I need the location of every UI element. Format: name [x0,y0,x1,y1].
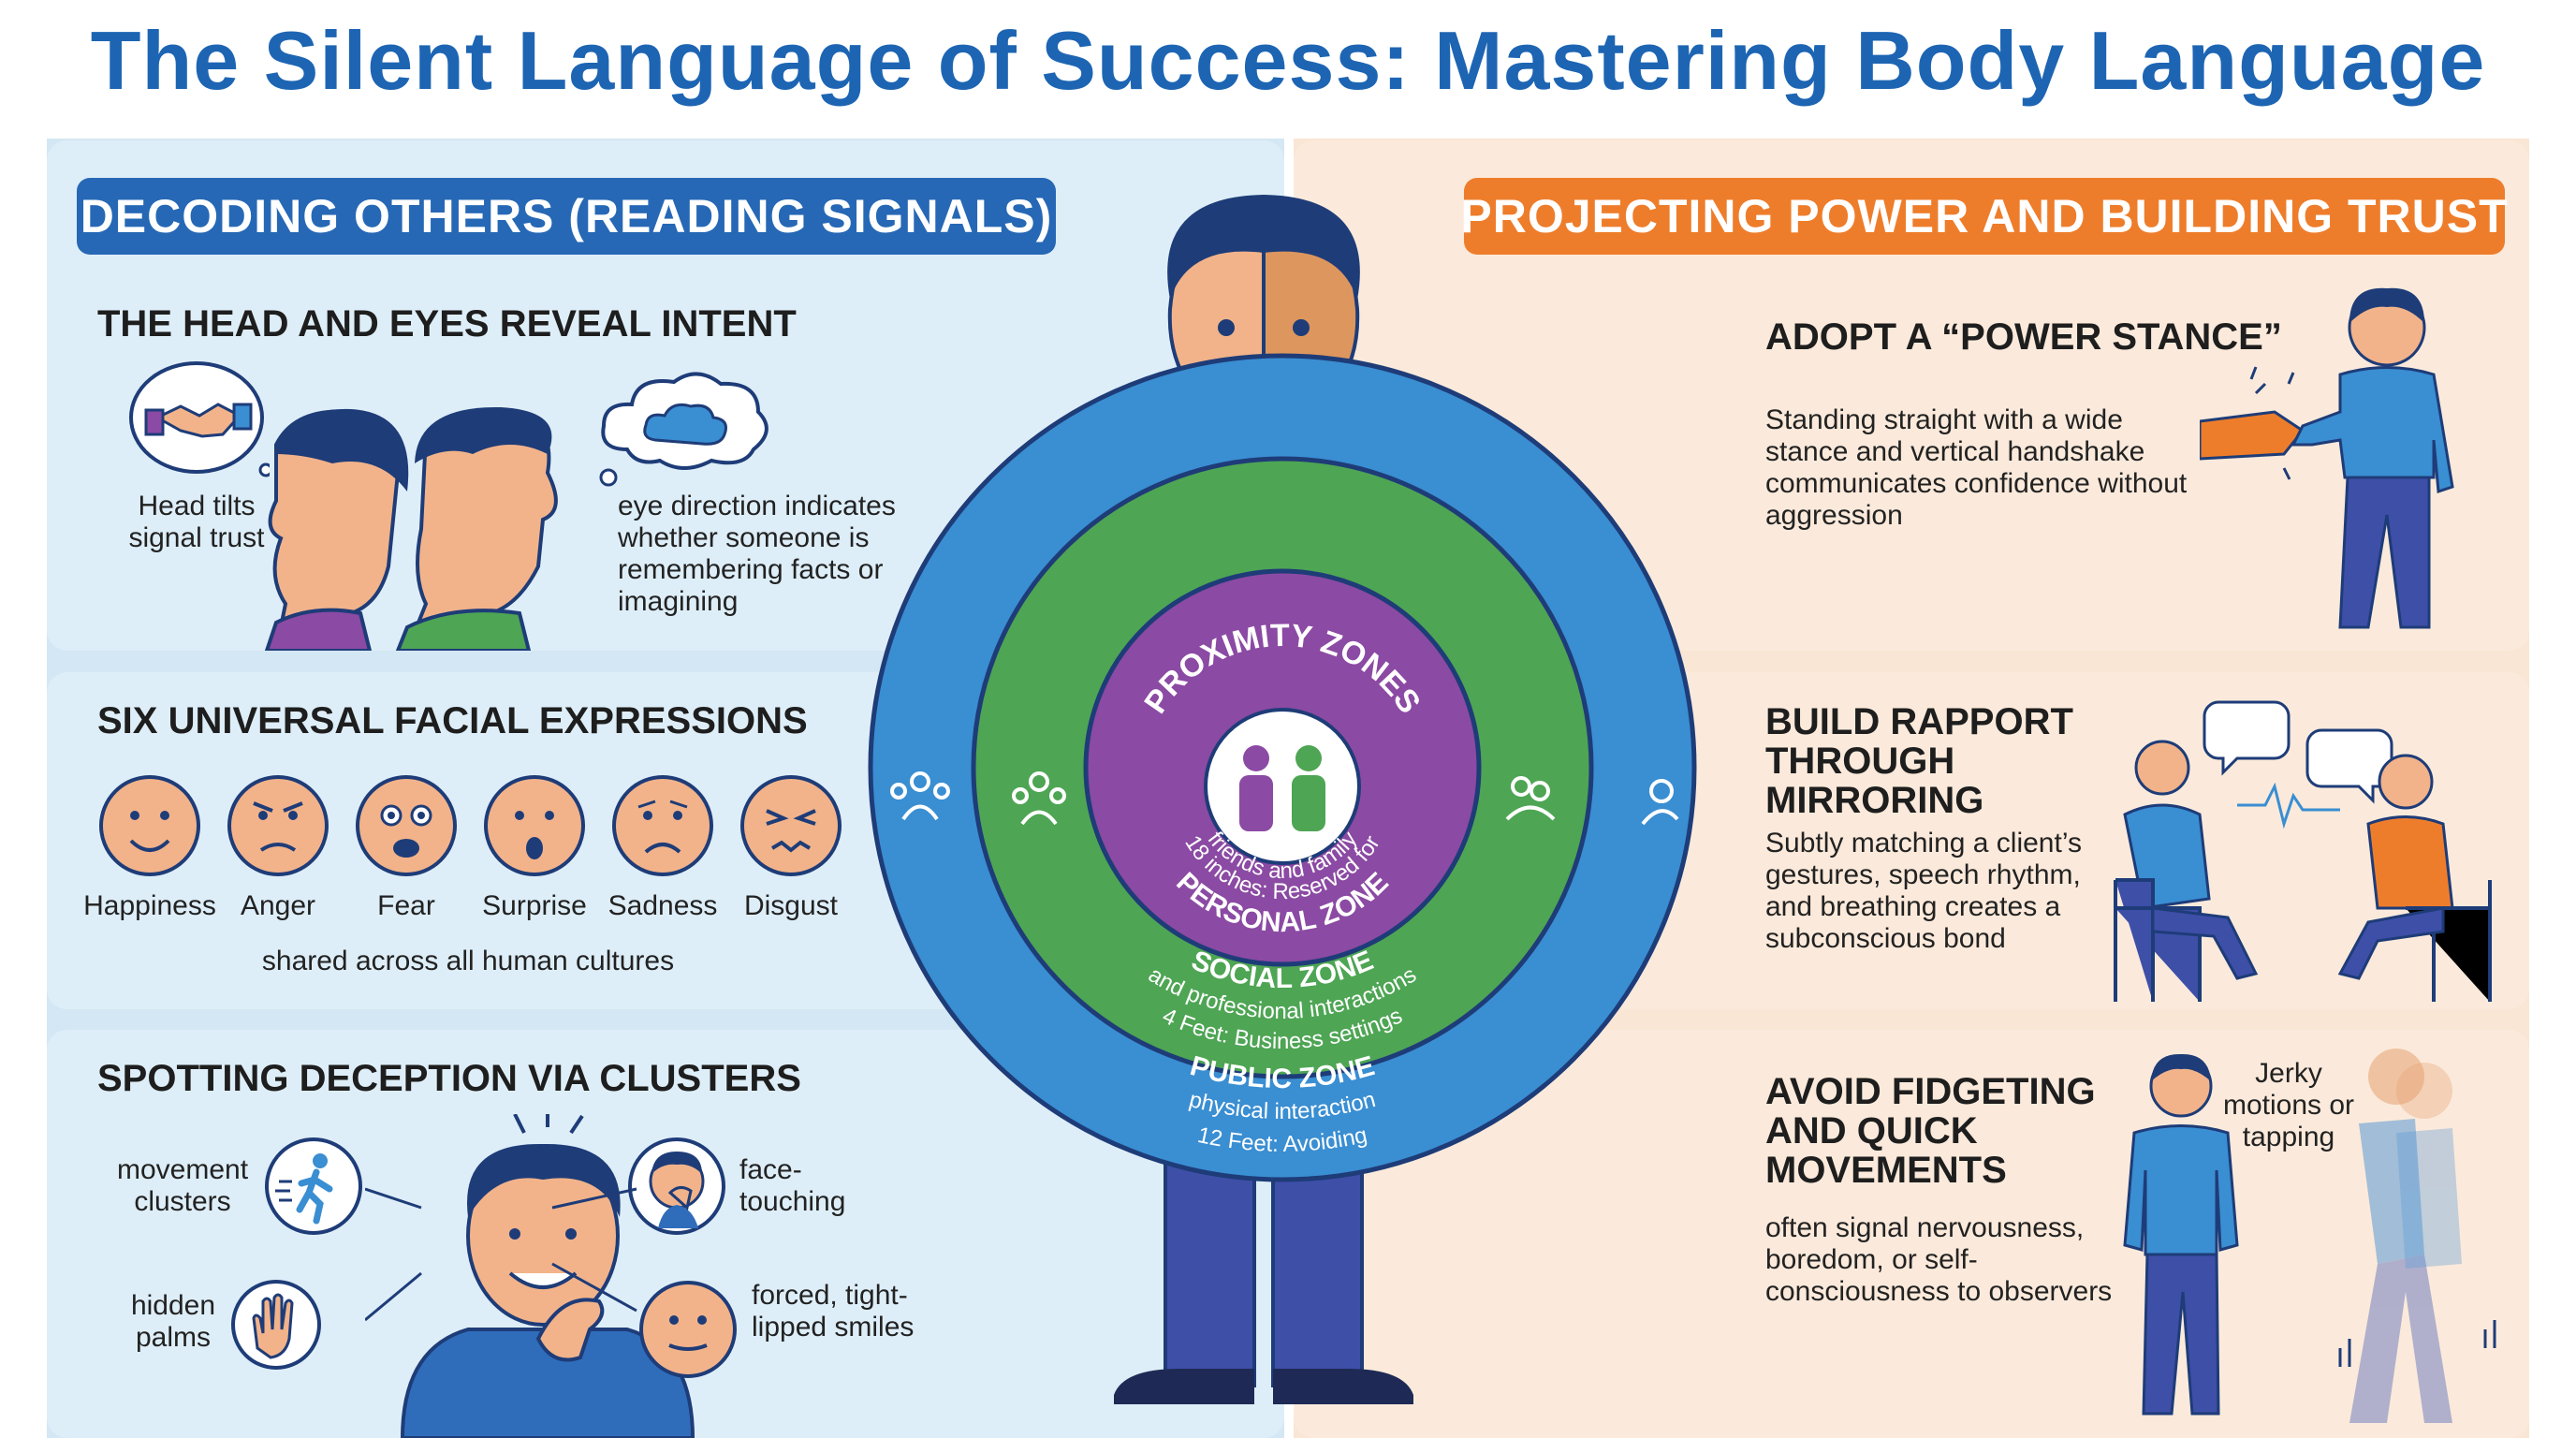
forced-smiles-text: forced, tight-lipped smiles [752,1280,915,1343]
face-label: Anger [240,890,316,921]
hidden-palm-icon [231,1280,321,1370]
handshake-bubble-icon [129,361,270,477]
fidget-title: AVOID FIDGETING AND QUICK MOVEMENTS [1765,1071,2096,1191]
face-disgust: Disgust [735,773,847,922]
zone-people-icons [890,771,1679,826]
fear-face-icon [356,775,457,876]
face-label: Happiness [83,890,216,921]
rapport-title: BUILD RAPPORT THROUGH MIRRORING [1765,701,2073,821]
two-people-icon [1239,745,1325,831]
fidget-desc: often signal nervousness, boredom, or se… [1765,1212,2113,1307]
hidden-palms-text: hidden palms [130,1290,216,1353]
two-heads-profile-icon [264,406,558,651]
thought-cloud-icon [599,372,768,487]
right-banner: PROJECTING POWER AND BUILDING TRUST [1460,178,2508,255]
face-fear: Fear [350,773,462,922]
power-stance-man-illustration [2200,287,2454,629]
surprise-face-icon [484,775,585,876]
jerky-motions-text: Jerky motions or tapping [2222,1058,2355,1152]
face-label: Disgust [743,890,839,921]
face-happiness: Happiness [83,773,216,922]
disgust-face-icon [740,775,842,876]
happy-face-icon [99,775,200,876]
connector-lines [365,1187,637,1322]
face-label: Fear [377,890,435,921]
expressions-caption: shared across all human cultures [261,946,675,976]
head-eyes-title: THE HEAD AND EYES REVEAL INTENT [97,303,797,345]
left-banner: DECODING OTHERS (READING SIGNALS) [77,178,1056,255]
deception-title: SPOTTING DECEPTION VIA CLUSTERS [97,1058,801,1099]
fidgeting-man-illustration [2123,1049,2496,1423]
rapport-desc: Subtly matching a client’s gestures, spe… [1765,828,2082,954]
sad-face-icon [612,775,713,876]
mirroring-conversation-illustration [2114,700,2492,1002]
face-sadness: Sadness [607,773,719,922]
face-surprise: Surprise [478,773,591,922]
proximity-zones-diagram: PROXIMITY ZONES PERSONAL ZONE 18 inches:… [868,353,1697,1182]
forced-smile-icon [639,1281,737,1378]
running-person-icon [265,1137,362,1235]
face-touching-text: face-touching [739,1154,846,1217]
face-label: Sadness [607,890,718,921]
power-stance-desc: Standing straight with a wide stance and… [1765,404,2188,531]
angry-face-icon [227,775,329,876]
face-anger: Anger [222,773,334,922]
page-title: The Silent Language of Success: Masterin… [90,14,2486,107]
eye-direction-text: eye direction indicates whether someone … [618,491,896,617]
face-label: Surprise [482,890,587,921]
power-stance-title: ADOPT A “POWER STANCE” [1765,316,2282,358]
face-touching-icon [628,1137,725,1235]
expressions-title: SIX UNIVERSAL FACIAL EXPRESSIONS [97,700,808,741]
head-tilts-text: Head tilts signal trust [128,491,265,553]
movement-clusters-text: movement clusters [116,1154,249,1217]
